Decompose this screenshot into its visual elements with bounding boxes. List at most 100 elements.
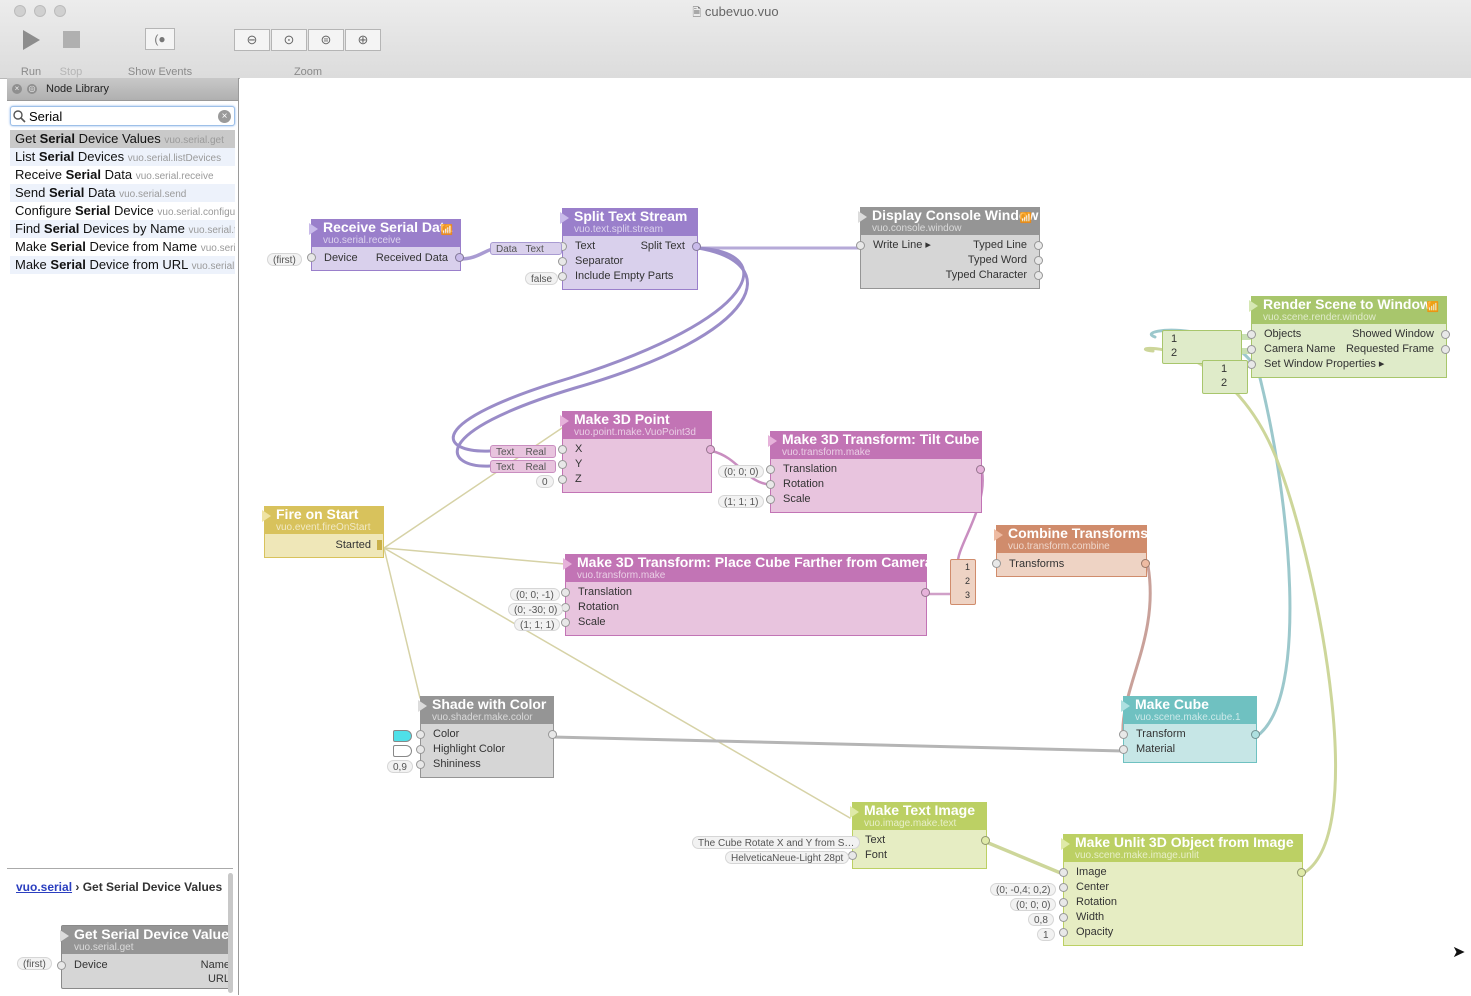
const-include-empty[interactable]: false xyxy=(525,272,559,285)
show-events-button[interactable]: (● Show Events xyxy=(120,24,200,78)
port-rotation[interactable] xyxy=(1059,898,1068,907)
const-rotation[interactable]: (0; 0; 0) xyxy=(1010,898,1057,911)
port-showed-window[interactable] xyxy=(1441,330,1450,339)
const-center[interactable]: (0; -0,4; 0,2) xyxy=(990,883,1057,896)
minimize-window-button[interactable] xyxy=(34,5,46,17)
const-scale[interactable]: (1; 1; 1) xyxy=(718,495,765,508)
const-text[interactable]: The Cube Rotate X and Y from S… xyxy=(692,836,861,849)
type-converter-data-text[interactable]: Data Text xyxy=(490,242,562,255)
port-translation[interactable] xyxy=(561,588,570,597)
library-result-item[interactable]: Send Serial Data vuo.serial.send xyxy=(10,184,235,202)
node-place-cube-transform[interactable]: Make 3D Transform: Place Cube Farther fr… xyxy=(561,554,933,636)
docs-scrollbar[interactable] xyxy=(228,873,233,993)
node-display-console-window[interactable]: Display Console Window vuo.console.windo… xyxy=(856,207,1043,289)
docs-preview-device-port[interactable] xyxy=(57,961,66,970)
port-x[interactable] xyxy=(558,445,567,454)
const-shininess[interactable]: 0,9 xyxy=(387,760,413,773)
zoom-in-button[interactable]: ⊕ xyxy=(345,29,381,51)
port-center[interactable] xyxy=(1059,883,1068,892)
run-button[interactable]: Run xyxy=(14,24,48,78)
port-transform[interactable] xyxy=(921,588,930,597)
const-device[interactable]: (first) xyxy=(267,253,302,266)
docs-breadcrumb-link[interactable]: vuo.serial xyxy=(16,880,73,894)
node-fire-on-start[interactable]: Fire on Start vuo.event.fireOnStart Star… xyxy=(262,506,384,558)
port-include-empty[interactable] xyxy=(558,272,567,281)
zoom-fit-button[interactable]: ⊜ xyxy=(308,29,344,51)
node-make-text-image[interactable]: Make Text Image vuo.image.make.text Text… xyxy=(848,802,990,869)
type-converter-text-real-x[interactable]: Text Real xyxy=(490,445,556,458)
library-result-item[interactable]: Find Serial Devices by Name vuo.serial.f… xyxy=(10,220,235,238)
port-image[interactable] xyxy=(981,836,990,845)
const-highlight-color-swatch[interactable] xyxy=(393,745,412,757)
library-options-button[interactable]: ◎ xyxy=(27,84,37,94)
const-font[interactable]: HelveticaNeue-Light 28pt xyxy=(725,851,850,864)
port-started[interactable] xyxy=(377,540,382,550)
port-opacity[interactable] xyxy=(1059,928,1068,937)
port-received-data[interactable] xyxy=(455,253,464,262)
library-result-item[interactable]: Configure Serial Device vuo.serial.confi… xyxy=(10,202,235,220)
port-typed-character[interactable] xyxy=(1034,271,1043,280)
library-result-item[interactable]: Make Serial Device from Name vuo.serial.… xyxy=(10,238,235,256)
make-list-transforms[interactable]: 1 2 3 xyxy=(950,559,976,605)
zoom-window-button[interactable] xyxy=(54,5,66,17)
const-translation[interactable]: (0; 0; 0) xyxy=(718,465,765,478)
port-requested-frame[interactable] xyxy=(1441,345,1450,354)
const-scale[interactable]: (1; 1; 1) xyxy=(514,618,561,631)
library-result-item[interactable]: Make Serial Device from URL vuo.serial.m… xyxy=(10,256,235,274)
node-combine-transforms[interactable]: Combine Transforms vuo.transform.combine… xyxy=(992,525,1150,577)
const-width[interactable]: 0,8 xyxy=(1028,913,1054,926)
port-shininess[interactable] xyxy=(416,760,425,769)
library-result-item[interactable]: List Serial Devices vuo.serial.listDevic… xyxy=(10,148,235,166)
port-font[interactable] xyxy=(848,851,857,860)
port-window-properties[interactable] xyxy=(1247,360,1256,369)
port-scale[interactable] xyxy=(561,618,570,627)
port-objects[interactable] xyxy=(1247,330,1256,339)
make-list-window-properties[interactable]: 1 2 xyxy=(1202,360,1248,394)
port-scale[interactable] xyxy=(766,495,775,504)
port-object[interactable] xyxy=(1297,868,1306,877)
port-rotation[interactable] xyxy=(766,480,775,489)
port-material[interactable] xyxy=(1119,745,1128,754)
port-typed-word[interactable] xyxy=(1034,256,1043,265)
node-make-unlit-3d-object[interactable]: Make Unlit 3D Object from Image vuo.scen… xyxy=(1059,834,1306,946)
port-z[interactable] xyxy=(558,475,567,484)
port-write-line[interactable] xyxy=(856,241,865,250)
library-result-item[interactable]: Receive Serial Data vuo.serial.receive xyxy=(10,166,235,184)
port-point[interactable] xyxy=(706,445,715,454)
port-transform[interactable] xyxy=(1119,730,1128,739)
zoom-out-button[interactable]: ⊖ xyxy=(234,29,270,51)
make-list-objects[interactable]: 1 2 xyxy=(1162,330,1242,364)
port-composite[interactable] xyxy=(1141,559,1150,568)
docs-node-preview[interactable]: Get Serial Device Values vuo.serial.get … xyxy=(57,925,233,989)
port-image[interactable] xyxy=(1059,868,1068,877)
port-camera-name[interactable] xyxy=(1247,345,1256,354)
port-shader[interactable] xyxy=(548,730,557,739)
port-transforms[interactable] xyxy=(992,559,1001,568)
port-transform[interactable] xyxy=(976,465,985,474)
port-separator[interactable] xyxy=(558,257,567,266)
node-tilt-cube-transform[interactable]: Make 3D Transform: Tilt Cube vuo.transfo… xyxy=(766,431,985,513)
node-receive-serial-data[interactable]: Receive Serial Data vuo.serial.receive 📶… xyxy=(307,219,464,271)
const-z[interactable]: 0 xyxy=(536,475,554,488)
port-translation[interactable] xyxy=(766,465,775,474)
port-split-text[interactable] xyxy=(692,242,701,251)
library-result-item[interactable]: Get Serial Device Values vuo.serial.get xyxy=(10,130,235,148)
port-width[interactable] xyxy=(1059,913,1068,922)
port-typed-line[interactable] xyxy=(1034,241,1043,250)
stop-button[interactable]: Stop xyxy=(54,24,88,78)
node-make-cube[interactable]: Make Cube vuo.scene.make.cube.1 Transfor… xyxy=(1119,696,1260,763)
composition-canvas[interactable]: Receive Serial Data vuo.serial.receive 📶… xyxy=(240,78,1471,995)
close-window-button[interactable] xyxy=(14,5,26,17)
const-rotation[interactable]: (0; -30; 0) xyxy=(508,603,564,616)
clear-search-icon[interactable]: × xyxy=(218,109,231,123)
library-search-input[interactable] xyxy=(27,108,218,124)
node-split-text-stream[interactable]: Split Text Stream vuo.text.split.stream … xyxy=(558,208,701,290)
port-highlight-color[interactable] xyxy=(416,745,425,754)
port-device[interactable] xyxy=(307,253,316,262)
port-y[interactable] xyxy=(558,460,567,469)
type-converter-text-real-y[interactable]: Text Real xyxy=(490,460,556,473)
node-make-3d-point[interactable]: Make 3D Point vuo.point.make.VuoPoint3d … xyxy=(558,411,715,493)
port-object[interactable] xyxy=(1251,730,1260,739)
node-shade-with-color[interactable]: Shade with Color vuo.shader.make.color C… xyxy=(416,696,557,778)
close-library-button[interactable]: × xyxy=(12,84,22,94)
